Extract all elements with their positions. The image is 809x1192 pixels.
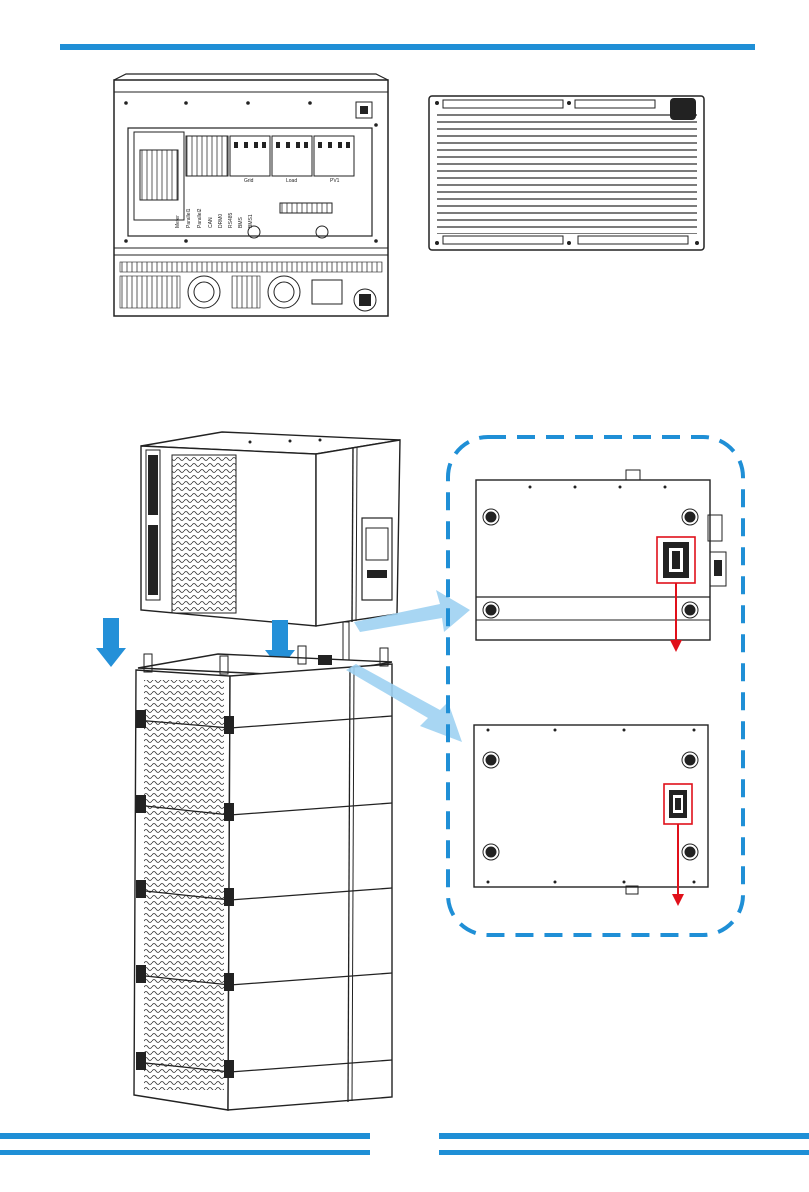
red-down-arrow-icon (670, 640, 682, 652)
battery-stack (134, 646, 392, 1110)
battery-top-detail-view (474, 725, 708, 906)
down-arrow-icon (96, 618, 126, 667)
inverter-bottom-view (476, 470, 726, 652)
port-label: Parallel1 (186, 208, 192, 228)
port-label: CAN (208, 217, 214, 228)
inverter-wiring-panel-view: Grid Load PV1 Meter Parallel1 Parallel2 … (114, 74, 388, 316)
port-label: Meter (175, 215, 181, 228)
battery-module-top-view (429, 96, 704, 250)
port-label: RS485 (228, 212, 234, 228)
breaker-label-load: Load (286, 178, 297, 184)
footer-bars (0, 1133, 809, 1155)
breaker-label-grid: Grid (244, 178, 254, 184)
header-bar (60, 44, 755, 50)
breaker-label-pv1: PV1 (330, 178, 340, 184)
port-label: BMS (238, 217, 244, 229)
port-label: DRM0 (218, 214, 224, 228)
red-down-arrow-icon (672, 894, 684, 906)
port-label: Parallel2 (197, 208, 203, 228)
